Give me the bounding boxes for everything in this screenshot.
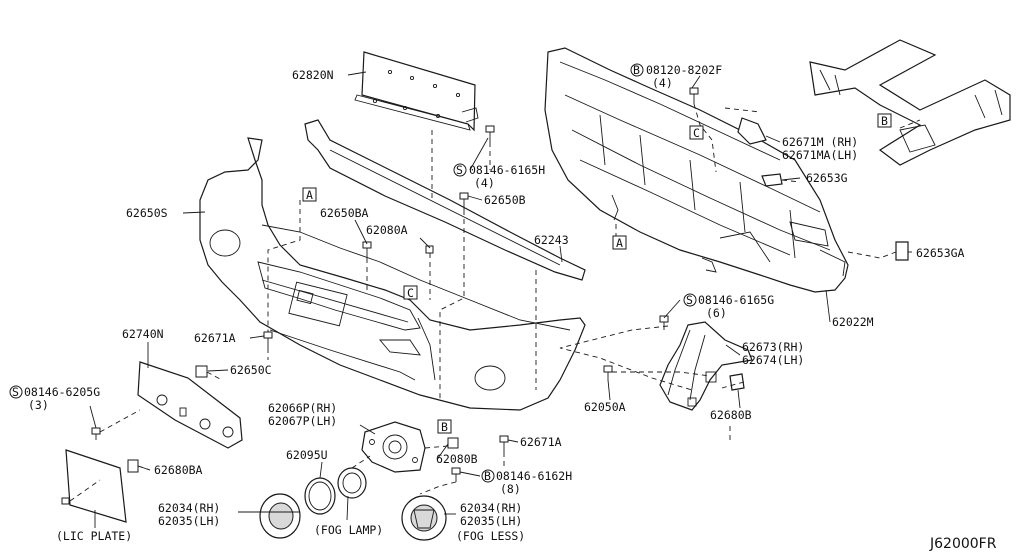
marker-c-right: C — [693, 126, 700, 140]
label-62671m: 62671M (RH) — [782, 135, 858, 149]
symbol-s-6165g: S — [686, 293, 693, 307]
label-08146-6205g: 08146-6205G — [24, 385, 100, 399]
side-bracket — [659, 321, 753, 411]
label-08146-6162h-qty: (8) — [500, 482, 521, 496]
label-08146-6165h-qty: (4) — [474, 176, 495, 190]
label-62080b: 62080B — [436, 452, 478, 466]
label-62034-fogless: 62034(RH) — [460, 501, 522, 515]
label-62050a: 62050A — [584, 400, 626, 414]
bumper-fascia — [199, 137, 586, 411]
label-62680b: 62680B — [710, 408, 752, 422]
marker-b-lower: B — [441, 420, 448, 434]
marker-a-upper: A — [306, 188, 313, 202]
label-lic-plate: (LIC PLATE) — [56, 529, 132, 543]
label-62653g: 62653G — [806, 171, 848, 185]
bumper-retainer — [304, 119, 586, 281]
label-62674: 62674(LH) — [742, 353, 804, 367]
fasteners — [61, 87, 909, 505]
label-62080a: 62080A — [366, 223, 408, 237]
label-08146-6165g: 08146-6165G — [698, 293, 774, 307]
label-08146-6205g-qty: (3) — [28, 398, 49, 412]
bumper-reinforcement — [544, 47, 849, 293]
label-62034-fog: 62034(RH) — [158, 501, 220, 515]
label-08146-6162h: 08146-6162H — [496, 469, 572, 483]
marker-c-left: C — [407, 286, 414, 300]
label-62740n: 62740N — [122, 327, 164, 341]
fog-finisher-left — [259, 493, 301, 539]
label-62095u: 62095U — [286, 448, 328, 462]
symbol-s-6205g: S — [12, 385, 19, 399]
fog-less-cover — [401, 495, 447, 541]
fog-lamp-bracket — [361, 421, 426, 473]
label-62243: 62243 — [534, 233, 569, 247]
label-62650ba: 62650BA — [320, 206, 369, 220]
label-62650b: 62650B — [484, 193, 526, 207]
label-62671a-upper: 62671A — [194, 331, 236, 345]
leader-lines — [89, 71, 912, 528]
label-fog-less: (FOG LESS) — [456, 529, 525, 543]
view-markers: A A C C B B — [302, 113, 892, 434]
marker-a-right: A — [616, 236, 623, 250]
label-62673: 62673(RH) — [742, 340, 804, 354]
fog-lamp — [304, 467, 367, 515]
label-08120-qty: (4) — [652, 76, 673, 90]
label-62820n: 62820N — [292, 68, 334, 82]
label-fog-lamp: (FOG LAMP) — [314, 523, 383, 537]
bolt-symbols: B S S S B — [9, 63, 697, 483]
side-frame — [809, 39, 1011, 166]
symbol-b-08120: B — [633, 63, 640, 77]
upper-filler-plate — [354, 51, 479, 132]
marker-b-frame: B — [881, 114, 888, 128]
label-08120-8202f: 08120-8202F — [646, 63, 722, 77]
label-62022m: 62022M — [832, 315, 874, 329]
symbol-b-6162h: B — [484, 469, 491, 483]
label-62671a-lower: 62671A — [520, 435, 562, 449]
label-08146-6165g-qty: (6) — [706, 306, 727, 320]
label-62653ga: 62653GA — [916, 246, 965, 260]
label-62035-fogless: 62035(LH) — [460, 514, 522, 528]
part-labels: 62820N 08120-8202F (4) 62671M (RH) 62671… — [24, 63, 965, 543]
label-62067p: 62067P(LH) — [268, 414, 337, 428]
label-62680ba: 62680BA — [154, 463, 203, 477]
label-62650s: 62650S — [126, 206, 168, 220]
figure-code: J62000FR — [929, 536, 997, 552]
license-plate — [65, 449, 127, 523]
label-62035-fog: 62035(LH) — [158, 514, 220, 528]
license-bracket — [137, 361, 243, 449]
label-62066p: 62066P(RH) — [268, 401, 337, 415]
label-08146-6165h: 08146-6165H — [469, 163, 545, 177]
label-62650c: 62650C — [230, 363, 272, 377]
label-62671ma: 62671MA(LH) — [782, 148, 858, 162]
symbol-s-6165h: S — [456, 163, 463, 177]
